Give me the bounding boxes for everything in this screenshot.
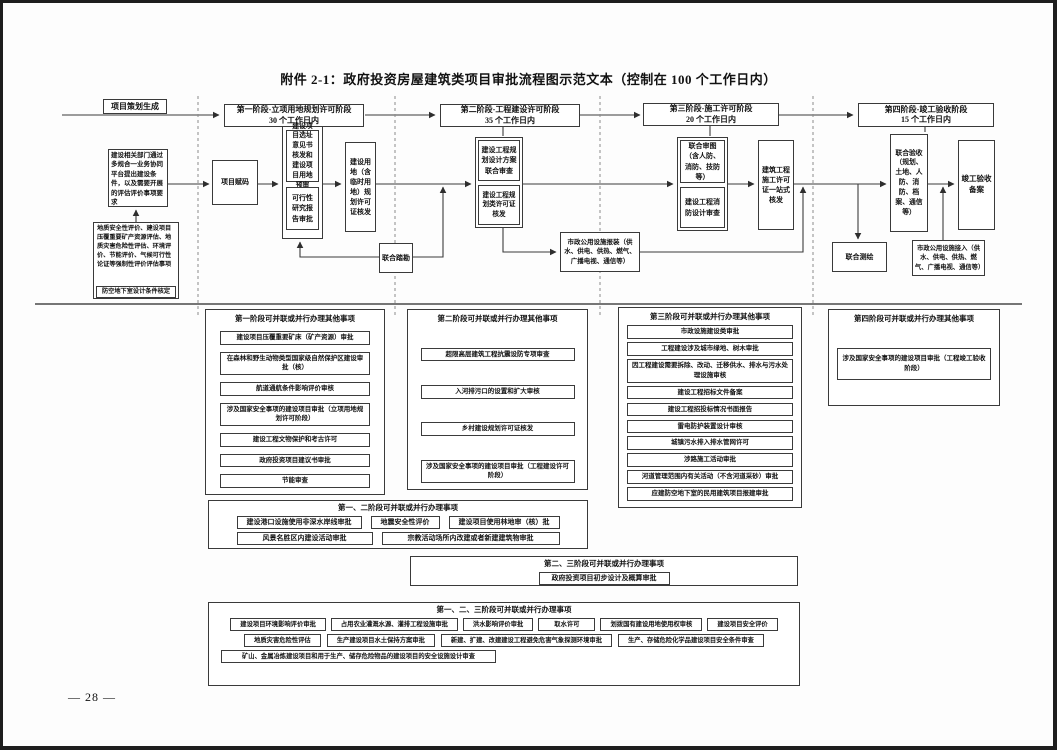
section-title: 第一阶段可并联或并行办理其他事项 [235, 314, 355, 323]
scan-edge-right [1053, 0, 1057, 750]
approval-item: 超限高层建筑工程抗震设防专项审查 [420, 347, 575, 362]
approval-item: 建设项目使用林地审（核）批 [448, 515, 560, 529]
scan-edge-top [0, 0, 1057, 3]
approval-item: 城镇污水排入排水管网许可 [627, 436, 793, 451]
approval-item: 风景名胜区内建设活动审批 [236, 531, 373, 545]
stage1-2-3-combined-section: 第一、二、三阶段可并联或并行办理事项 建设项目环境影响评价审批 占用农业灌溉水源… [208, 602, 800, 686]
approval-item: 航道通航条件影响评价审核 [220, 381, 370, 396]
project-code-box: 项目赋码 [212, 160, 258, 205]
section-title: 第二、三阶段可并联或并行办理事项 [544, 559, 664, 568]
scan-edge-bottom [0, 746, 1057, 750]
stage3-parallel-section: 第三阶段可并联或并行办理其他事项 市政设施建设类审批 工程建设涉及城市绿地、树木… [618, 307, 802, 508]
page-number: — 28 — [68, 690, 116, 704]
stage1-2-combined-section: 第一、二阶段可并联或并行办理事项 建设港口设施使用非深水岸线审批 地震安全性评价… [208, 500, 588, 549]
approval-item: 地质灾害危险性评估 [244, 633, 321, 647]
approval-item: 生产、存储危险化学品建设项目安全条件审查 [618, 633, 764, 647]
approval-item: 建设港口设施使用非深水岸线审批 [236, 515, 362, 529]
stage2-parallel-section: 第二阶段可并联或并行办理其他事项 超限高层建筑工程抗震设防专项审查 入河排污口的… [407, 309, 588, 490]
stage-4-name: 第四阶段-竣工验收阶段 [884, 104, 968, 114]
stage4-parallel-section: 第四阶段可并联或并行办理其他事项 涉及国家安全事项的建设项目审批（工程竣工验收阶… [828, 309, 1000, 406]
completion-filing-box: 竣工验收备案 [958, 140, 995, 230]
civil-air-defense-box: 防空地下室设计条件核定 [96, 286, 176, 298]
dept-conditions-box: 建设相关部门通过多规合一业务协同平台提出建设条件，以及需要开展的评估评价事项要求 [108, 149, 168, 207]
stage-2-name: 第二阶段-工程建设许可阶段 [460, 105, 560, 115]
flow-start-box: 项目策划生成 [103, 99, 167, 114]
section-title: 第四阶段可并联或并行办理其他事项 [854, 314, 974, 323]
approval-item: 涉及国家安全事项的建设项目审批（立项用地规划许可阶段） [220, 402, 370, 427]
section-title: 第一、二阶段可并联或并行办理事项 [338, 503, 458, 512]
stage-4-duration: 15 个工作日内 [901, 115, 951, 124]
approval-item: 建设项目环境影响评价审批 [230, 617, 326, 631]
stage-2-duration: 35 个工作日内 [485, 115, 535, 125]
stage2-3-combined-section: 第二、三阶段可并联或并行办理事项 政府投资项目初步设计及概算审批 [410, 556, 798, 586]
stage-1-name: 第一阶段-立项用地规划许可阶段 [236, 105, 352, 115]
approval-item: 生产建设项目水土保持方案审批 [326, 633, 435, 647]
stage-2-header: 第二阶段-工程建设许可阶段 35 个工作日内 [440, 104, 580, 127]
approval-item: 建设项目安全评价 [707, 617, 778, 631]
approval-item: 新建、扩建、改建建设工程避免危害气象探测环境审批 [440, 633, 612, 647]
approval-item: 节能审查 [220, 474, 370, 488]
approval-item: 涉路施工活动审批 [627, 453, 793, 468]
joint-acceptance-box: 联合验收（规划、土地、人防、消防、档案、通信等） [890, 134, 928, 232]
approval-item: 建设项目压覆重要矿床（矿产资源）审批 [220, 330, 370, 345]
stage-3-name: 第三阶段-施工许可阶段 [669, 104, 753, 114]
approval-item: 在森林和野生动物类型国家级自然保护区建设审批（核） [220, 351, 370, 376]
approval-item: 政府投资项目初步设计及概算审批 [538, 571, 670, 585]
construction-permit-box: 建筑工程施工许可证一站式核发 [758, 140, 794, 230]
stage-3-duration: 20 个工作日内 [686, 114, 736, 124]
approval-item: 政府投资项目建议书审批 [220, 453, 370, 468]
approval-item: 占用农业灌溉水源、灌排工程设施审批 [330, 617, 458, 631]
approval-item: 矿山、金属冶炼建设项目和用于生产、储存危险物品的建设项目的安全设施设计审查 [221, 649, 496, 663]
approval-item: 工程建设涉及城市绿地、树木审批 [627, 342, 793, 356]
stage-4-header: 第四阶段-竣工验收阶段 15 个工作日内 [858, 103, 994, 127]
approval-item: 入河排污口的设置和扩大审核 [420, 384, 575, 399]
approval-item: 应建防空地下室的民用建筑项目报建审批 [627, 487, 793, 501]
joint-site-survey-box: 联合踏勘 [379, 243, 413, 273]
approval-item: 建设工程文物保护和考古许可 [220, 432, 370, 447]
stage-1-duration: 30 个工作日内 [269, 115, 319, 125]
site-selection-box: 建设项目选址意见书核发和建设项目用地预审 [286, 123, 319, 189]
design-scheme-review-box: 建设工程规划设计方案联合审查 [478, 140, 520, 181]
utility-application-box: 市政公用设施报装（供水、供电、供热、燃气、广播电视、通信等） [560, 232, 640, 272]
approval-item: 市政设施建设类审批 [627, 325, 793, 339]
approval-item: 涉及国家安全事项的建设项目审批（工程建设许可阶段） [420, 459, 575, 483]
fire-design-review-box: 建设工程消防设计审查 [680, 187, 725, 228]
approval-item: 建设工程招投标情况书面报告 [627, 402, 793, 417]
section-title: 第三阶段可并联或并行办理其他事项 [650, 312, 770, 321]
utility-connection-box: 市政公用设施接入（供水、供电、供热、燃气、广播电视、通信等） [912, 240, 985, 276]
approval-item: 河道管理范围内有关活动（不含河道采砂）审批 [627, 470, 793, 485]
approval-item: 建设工程招标文件备案 [627, 385, 793, 400]
approval-item: 取水许可 [538, 617, 596, 631]
stage-3-header: 第三阶段-施工许可阶段 20 个工作日内 [643, 103, 779, 126]
scan-edge-left [0, 0, 3, 750]
approval-item: 划拨国有建设用地使用权审核 [600, 617, 703, 631]
feasibility-box: 可行性研究报告审批 [286, 187, 319, 230]
planning-permit-box: 建设工程规划类许可证核发 [478, 185, 520, 225]
joint-surveying-box: 联合测绘 [832, 242, 887, 272]
land-permit-box: 建设用地（含临时用地）规划许可证核发 [345, 142, 376, 232]
stage1-parallel-section: 第一阶段可并联或并行办理其他事项 建设项目压覆重要矿床（矿产资源）审批 在森林和… [205, 309, 385, 495]
approval-item: 因工程建设需要拆除、改动、迁移供水、排水与污水处理设施审核 [627, 359, 793, 383]
joint-drawing-review-box: 联合审图（含人防、消防、技防等） [680, 140, 725, 183]
approval-item: 洪水影响评价审批 [462, 617, 534, 631]
section-title: 第二阶段可并联或并行办理其他事项 [437, 314, 558, 323]
approval-item: 雷电防护装置设计审核 [627, 419, 793, 434]
page-title: 附件 2-1：政府投资房屋建筑类项目审批流程图示范文本（控制在 100 个工作日… [280, 72, 777, 87]
approval-item: 涉及国家安全事项的建设项目审批（工程竣工验收阶段） [837, 348, 991, 380]
approval-item: 乡村建设规划许可证核发 [420, 422, 575, 436]
approval-item: 地震安全性评价 [370, 515, 440, 529]
approval-item: 宗教活动场所内改建或者新建建筑物审批 [381, 531, 560, 545]
section-title: 第一、二、三阶段可并联或并行办理事项 [436, 605, 572, 614]
